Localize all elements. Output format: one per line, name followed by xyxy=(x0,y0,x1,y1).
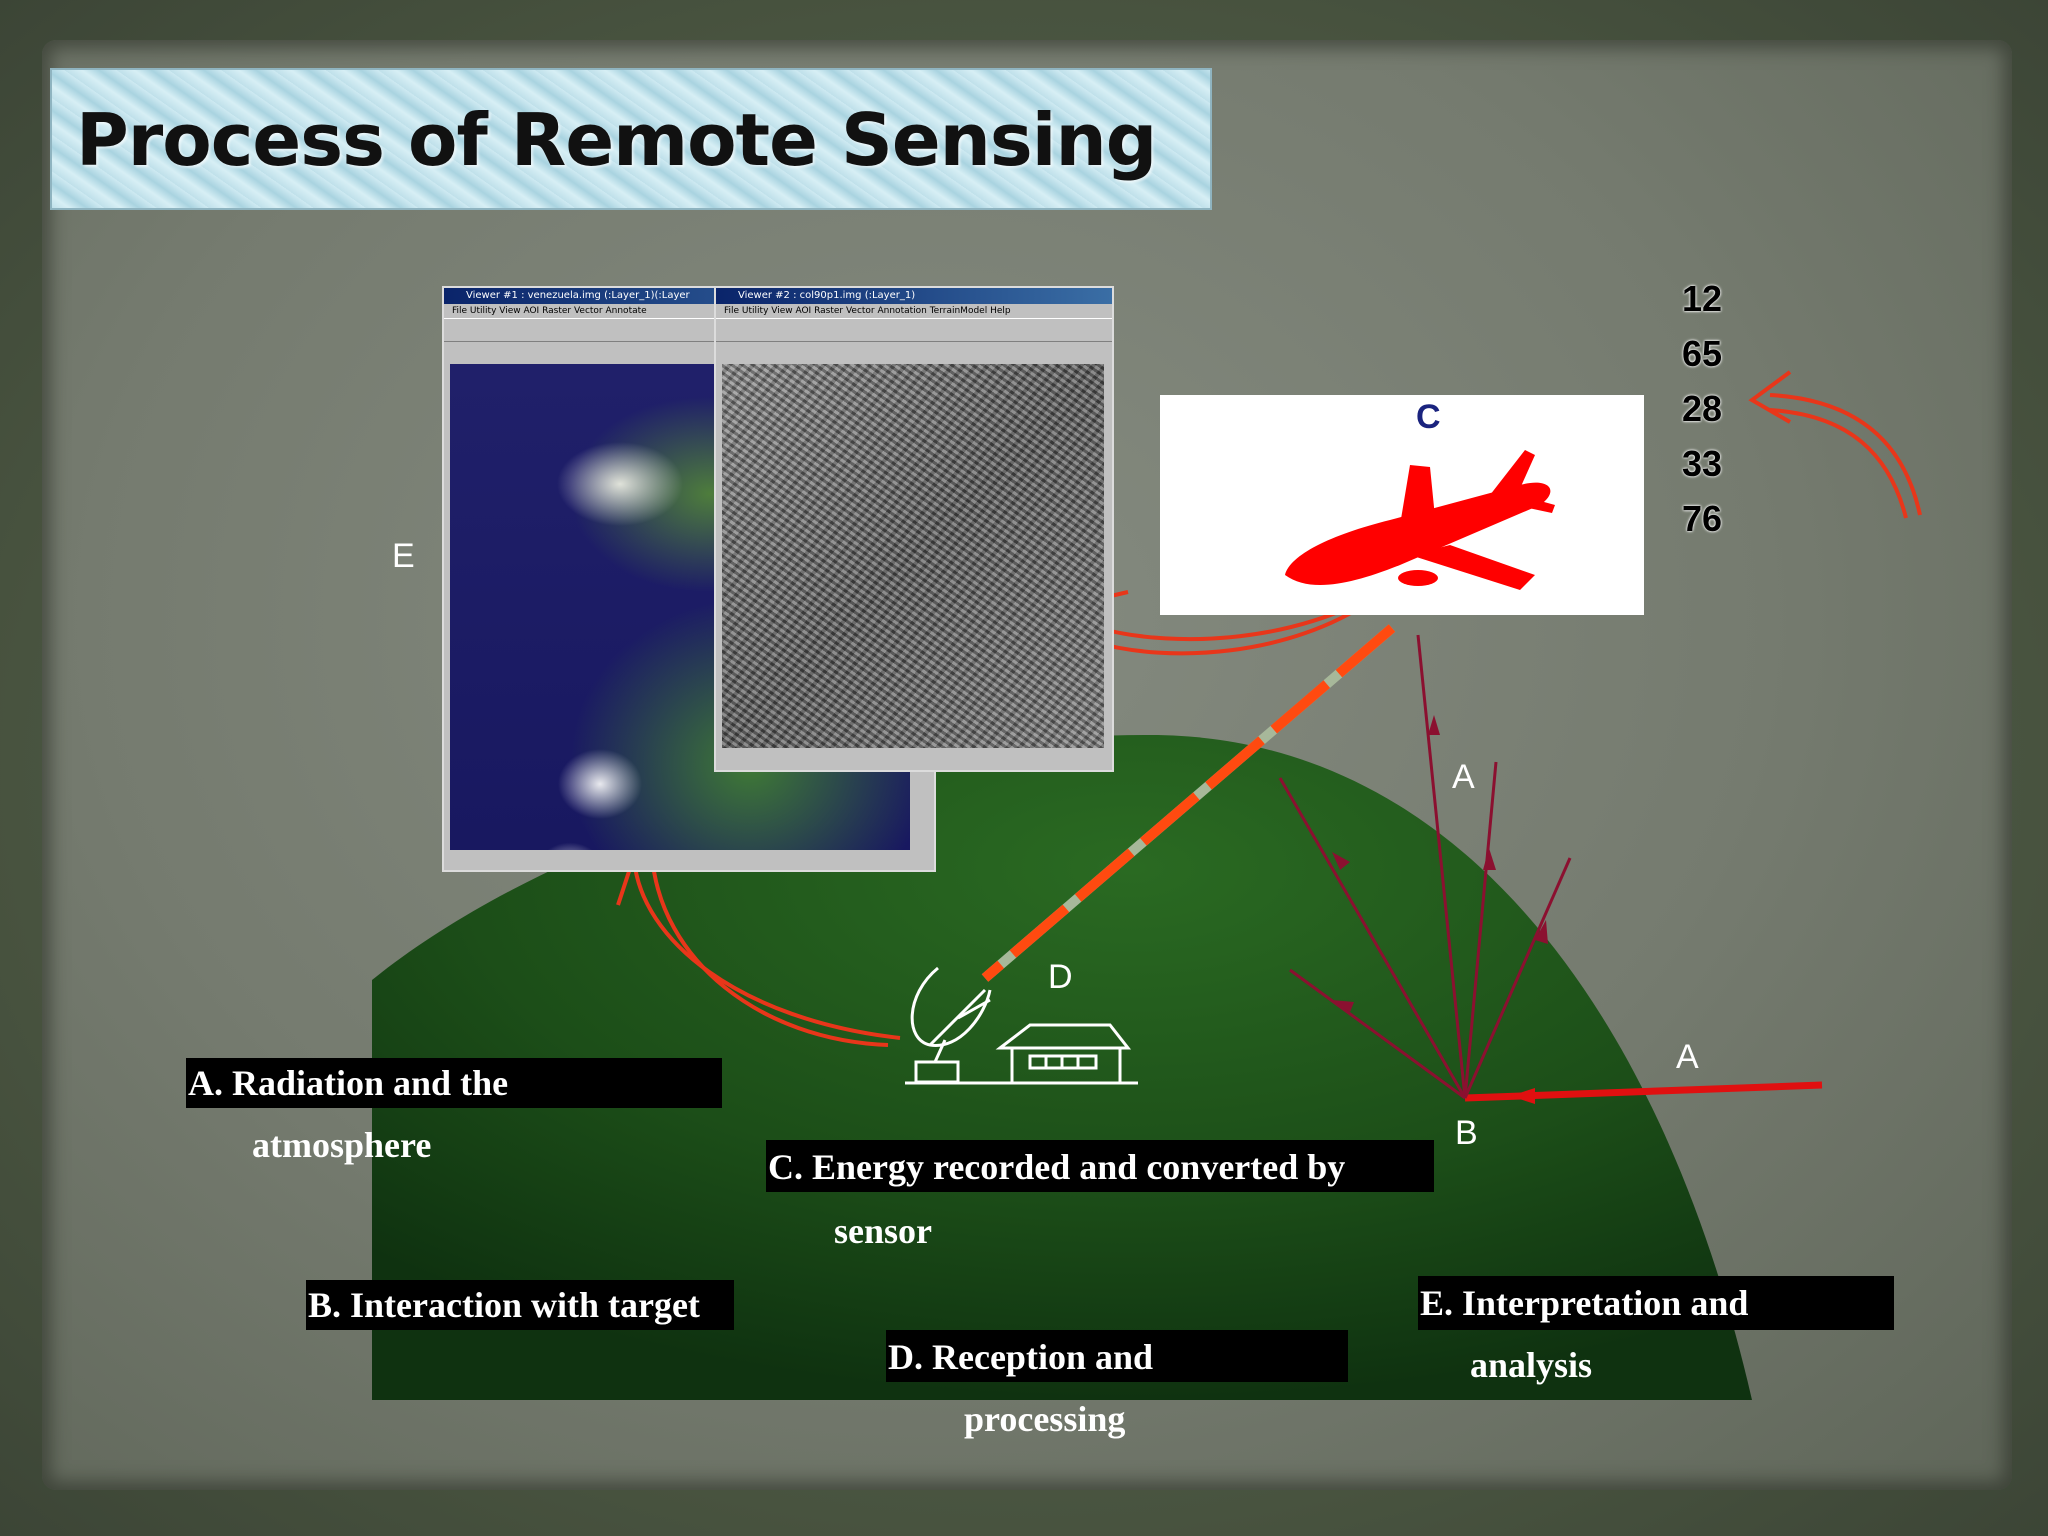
legend-bar-c xyxy=(766,1140,1434,1192)
digital-value-4: 33 xyxy=(1682,443,1723,484)
legend-bar-d xyxy=(886,1330,1348,1382)
downlink-beam-dashes xyxy=(981,624,1396,982)
legend-e-line2: analysis xyxy=(1470,1345,1593,1385)
legend-bar-e xyxy=(1418,1276,1894,1330)
digital-value-1: 12 xyxy=(1682,278,1723,319)
label-e: E xyxy=(392,537,415,575)
grayscale-satellite-image xyxy=(722,364,1104,748)
viewer-left-toolbar[interactable] xyxy=(444,318,934,342)
label-b: B xyxy=(1455,1114,1478,1152)
sensor-panel xyxy=(1160,395,1644,615)
legend-b: B. Interaction with target xyxy=(308,1285,700,1325)
viewer-right-toolbar[interactable] xyxy=(716,318,1112,342)
legend-a-line2: atmosphere xyxy=(252,1125,432,1165)
legend-d-line2: processing xyxy=(964,1399,1126,1439)
legend-e-line1: E. Interpretation and xyxy=(1420,1283,1749,1323)
legend-bar-a xyxy=(186,1058,722,1108)
ground-station-building-icon xyxy=(995,1023,1132,1085)
ray-arrowheads xyxy=(1332,715,1548,1012)
arrow-station-to-viewer xyxy=(650,854,889,1047)
legend-a-line1: A. Radiation and the xyxy=(188,1063,509,1103)
label-c-sensor: C xyxy=(1416,398,1441,436)
digital-value-5: 76 xyxy=(1682,498,1723,539)
legend-d-line1: D. Reception and xyxy=(888,1337,1154,1377)
page-title: Process of Remote Sensing xyxy=(76,98,1157,182)
viewer-right-menubar[interactable]: File Utility View AOI Raster Vector Anno… xyxy=(724,306,1011,316)
arrow-to-digital-numbers xyxy=(1769,393,1922,516)
airplane-icon xyxy=(1285,450,1555,590)
legend-c-line2: sensor xyxy=(834,1211,932,1251)
viewer-window-right[interactable]: Viewer #2 : col90p1.img (:Layer_1) File … xyxy=(714,286,1114,772)
digital-value-2: 65 xyxy=(1682,333,1723,374)
viewer-right-titlebar: Viewer #2 : col90p1.img (:Layer_1) xyxy=(716,288,1112,304)
label-a-lower: A xyxy=(1676,1038,1699,1076)
label-d: D xyxy=(1048,958,1073,996)
label-a-upper: A xyxy=(1452,758,1475,796)
viewer-left-menubar[interactable]: File Utility View AOI Raster Vector Anno… xyxy=(452,306,647,316)
scattered-rays xyxy=(1278,634,1572,1100)
legend-c-line1: C. Energy recorded and converted by xyxy=(768,1147,1346,1187)
digital-value-3: 28 xyxy=(1682,388,1723,429)
legend-bar-b xyxy=(306,1280,734,1330)
title-banner: Process of Remote Sensing xyxy=(50,68,1212,210)
